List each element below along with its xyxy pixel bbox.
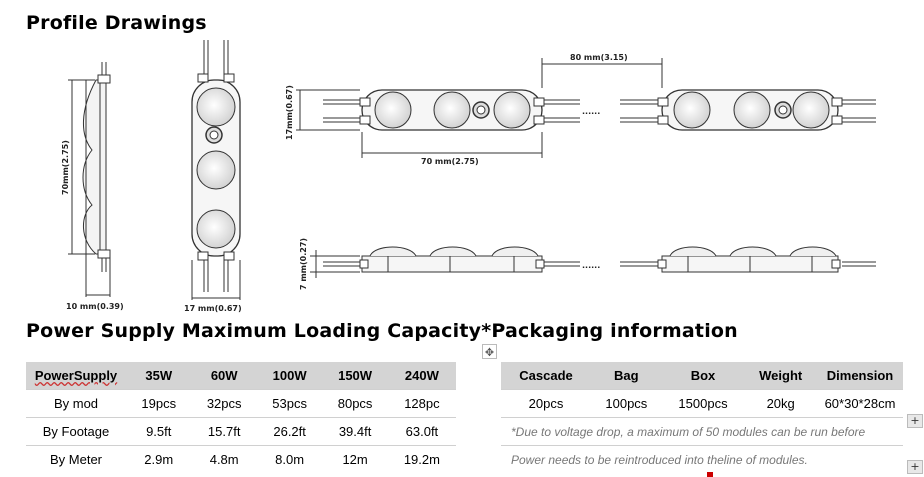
power-supply-heading: Power Supply Maximum Loading Capacity*Pa… <box>26 320 738 342</box>
table-header-cell: Weight <box>744 362 817 390</box>
front-view-drawing <box>191 40 241 300</box>
table-header-row: PowerSupply 35W 60W 100W 150W 240W <box>26 362 456 390</box>
table-cell: 60*30*28cm <box>817 389 903 418</box>
table-cell: 9.5ft <box>126 417 192 446</box>
side-view-drawing <box>68 62 111 297</box>
table-cell: 20pcs <box>501 389 592 418</box>
table-cell: 20kg <box>744 389 817 418</box>
table-row: By Meter 2.9m 4.8m 8.0m 12m 19.2m <box>26 445 456 473</box>
side-height-label: 70mm(2.75) <box>61 140 70 195</box>
table-header-cell: 240W <box>387 362 456 390</box>
table-header-cell: PowerSupply <box>26 362 126 390</box>
table-cell: By mod <box>26 389 126 418</box>
table-row: *Due to voltage drop, a maximum of 50 mo… <box>501 417 903 446</box>
table-header-cell: 35W <box>126 362 192 390</box>
table-cell: By Footage <box>26 417 126 446</box>
spacing-label: 80 mm(3.15) <box>570 53 628 62</box>
packaging-table: Cascade Bag Box Weight Dimension 20pcs 1… <box>501 362 903 473</box>
top-length-label: 70 mm(2.75) <box>421 157 479 166</box>
table-cell: 100pcs <box>591 389 662 418</box>
table-cell: 53pcs <box>256 389 323 418</box>
table-cell: 32pcs <box>191 389 257 418</box>
table-row: By mod 19pcs 32pcs 53pcs 80pcs 128pc <box>26 389 456 418</box>
table-header-cell: 150W <box>322 362 388 390</box>
top-ellipsis: ...... <box>582 107 600 116</box>
profile-ellipsis: ...... <box>582 261 600 270</box>
front-width-label: 17 mm(0.67) <box>184 304 242 313</box>
power-note: Power needs to be reintroduced into thel… <box>501 445 903 473</box>
table-header-cell: Dimension <box>817 362 903 390</box>
table-cell: By Meter <box>26 445 126 473</box>
profile-drawings: 70mm(2.75) 10 mm(0.39) 17 mm(0.67) <box>61 40 876 313</box>
table-cell: 1500pcs <box>661 389 745 418</box>
profile-view-drawing <box>310 246 876 278</box>
table-header-row: Cascade Bag Box Weight Dimension <box>501 362 903 390</box>
table-header-cell: Box <box>661 362 745 390</box>
table-cell: 15.7ft <box>191 417 257 446</box>
table-cell: 19.2m <box>387 445 456 473</box>
top-view-drawing <box>296 58 876 158</box>
table-header-cell: 100W <box>256 362 323 390</box>
profile-height-label: 7 mm(0.27) <box>299 238 308 290</box>
table-header-cell: Bag <box>591 362 662 390</box>
table-cell: 8.0m <box>256 445 323 473</box>
table-cell: 2.9m <box>126 445 192 473</box>
top-width-label: 17mm(0.67) <box>285 85 294 140</box>
table-cell: 12m <box>322 445 388 473</box>
table-cell: 19pcs <box>126 389 192 418</box>
power-supply-table: PowerSupply 35W 60W 100W 150W 240W By mo… <box>26 362 456 473</box>
profile-drawings-heading: Profile Drawings <box>26 12 207 34</box>
table-cell: 26.2ft <box>256 417 323 446</box>
table-header-cell: 60W <box>191 362 257 390</box>
scroll-marker <box>707 472 713 477</box>
minus-icon[interactable]: + <box>907 460 923 474</box>
voltage-note: *Due to voltage drop, a maximum of 50 mo… <box>501 417 903 446</box>
table-header-cell: Cascade <box>501 362 592 390</box>
table-cell: 128pc <box>387 389 456 418</box>
table-cell: 4.8m <box>191 445 257 473</box>
table-cell: 80pcs <box>322 389 388 418</box>
plus-icon[interactable]: + <box>907 414 923 428</box>
table-row: Power needs to be reintroduced into thel… <box>501 445 903 473</box>
table-row: 20pcs 100pcs 1500pcs 20kg 60*30*28cm <box>501 389 903 418</box>
move-icon[interactable]: ✥ <box>482 344 497 359</box>
table-cell: 63.0ft <box>387 417 456 446</box>
table-cell: 39.4ft <box>322 417 388 446</box>
side-depth-label: 10 mm(0.39) <box>66 302 124 311</box>
table-row: By Footage 9.5ft 15.7ft 26.2ft 39.4ft 63… <box>26 417 456 446</box>
